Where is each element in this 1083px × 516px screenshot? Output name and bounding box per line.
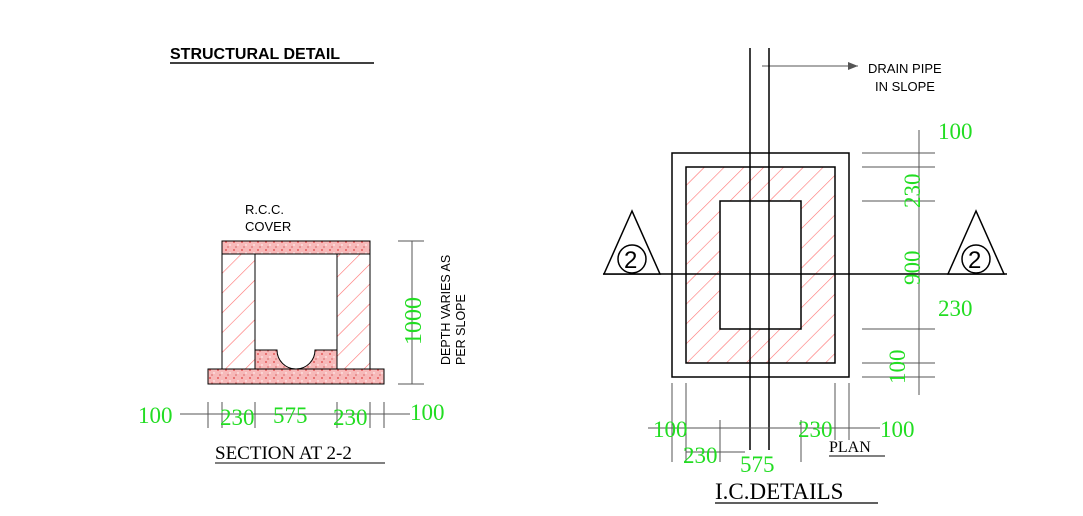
depth-note-line1: DEPTH VARIES AS [439,255,453,365]
plan-right-dim-5: 100 [885,350,910,385]
section-marker-right: 2 [946,209,1006,275]
base-slab [207,368,385,385]
plan-right-dim-3: 900 [900,251,925,286]
cover-label-line1: R.C.C. [245,202,284,217]
section-view: STRUCTURAL DETAIL R.C.C. COVER 1000 DEPT… [138,46,468,464]
plan-title: I.C.DETAILS [715,479,843,504]
drain-leader-arrow [848,62,858,70]
rcc-cover-slab [221,240,371,255]
section-dim-ticks [207,402,385,428]
section-dim-3: 575 [273,403,308,428]
right-wall [336,253,371,370]
plan-view: DRAIN PIPE IN SLOPE 2 2 [602,48,1007,504]
drain-label-line1: DRAIN PIPE [868,61,942,76]
cover-label-line2: COVER [245,219,291,234]
plan-walls [685,166,836,364]
section-marker-right-text: 2 [968,247,981,274]
plan-right-dim-lines [862,130,935,395]
depth-note-line2: PER SLOPE [454,294,468,365]
section-dim-1: 100 [138,403,173,428]
plan-bottom-dim-2: 230 [683,443,718,468]
left-wall [221,253,256,370]
channel-benching [254,349,338,370]
section-marker-left: 2 [602,209,662,275]
section-dim-2: 230 [220,405,255,430]
plan-bottom-dim-lines [648,383,880,462]
plan-bottom-dim-3: 575 [740,452,775,477]
plan-caption: PLAN [829,439,871,456]
plan-bottom-dim-4: 230 [798,417,833,442]
section-caption: SECTION AT 2-2 [215,443,352,464]
section-title: STRUCTURAL DETAIL [170,46,340,63]
plan-bottom-dim-1: 100 [653,417,688,442]
section-marker-left-text: 2 [624,247,637,274]
plan-right-dim-1: 100 [938,119,973,144]
plan-right-dim-4: 230 [938,296,973,321]
section-dim-4: 230 [333,405,368,430]
plan-right-dim-2: 230 [900,174,925,209]
depth-dim-text: 1000 [401,297,427,345]
section-dim-5: 100 [410,400,445,425]
drain-label-line2: IN SLOPE [875,79,935,94]
plan-bottom-dim-5: 100 [880,417,915,442]
